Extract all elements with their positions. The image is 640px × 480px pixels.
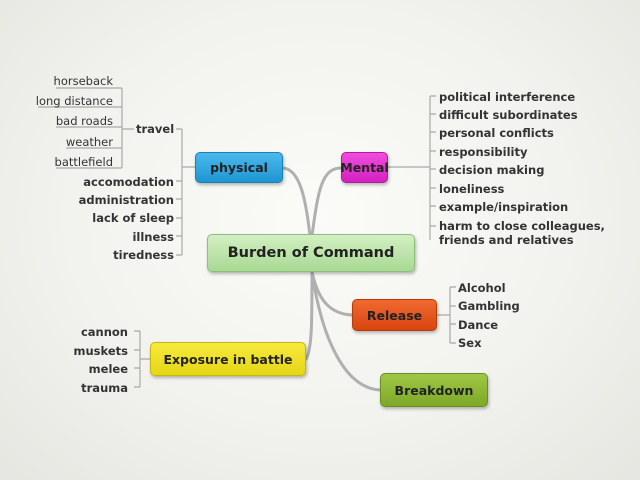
physical-item-lack-of-sleep[interactable]: lack of sleep xyxy=(92,211,174,225)
mental-item-personal-conflicts[interactable]: personal conflicts xyxy=(439,126,554,140)
physical-item-illness[interactable]: illness xyxy=(132,230,174,244)
breakdown-node[interactable]: Breakdown xyxy=(380,373,488,407)
travel-child-weather[interactable]: weather xyxy=(65,135,113,149)
mental-item-harm-to-close[interactable]: harm to close colleagues, friends and re… xyxy=(439,219,605,247)
link-mental-children xyxy=(387,95,436,240)
link-release-children xyxy=(437,286,456,344)
exposure-node[interactable]: Exposure in battle xyxy=(150,342,306,376)
central-node[interactable]: Burden of Command xyxy=(207,234,415,272)
mental-item-loneliness[interactable]: loneliness xyxy=(439,182,505,196)
link-physical-children xyxy=(176,128,196,256)
mental-node-label: Mental xyxy=(340,160,389,175)
release-node[interactable]: Release xyxy=(352,299,437,331)
exposure-item-trauma[interactable]: trauma xyxy=(81,381,128,395)
link-travel-children xyxy=(116,87,134,169)
travel-child-bad-roads[interactable]: bad roads xyxy=(55,114,113,128)
travel-label[interactable]: travel xyxy=(136,122,175,136)
link-central-physical xyxy=(280,166,312,238)
exposure-item-melee[interactable]: melee xyxy=(88,362,128,376)
mental-item-responsibility[interactable]: responsibility xyxy=(439,145,528,159)
physical-item-accomodation[interactable]: accomodation xyxy=(83,175,174,189)
release-item-sex[interactable]: Sex xyxy=(458,336,482,350)
travel-child-battlefield[interactable]: battlefield xyxy=(54,155,113,169)
exposure-item-muskets[interactable]: muskets xyxy=(73,344,129,358)
physical-node-label: physical xyxy=(210,160,268,175)
link-central-mental xyxy=(310,166,343,238)
travel-child-horseback[interactable]: horseback xyxy=(53,74,113,88)
travel-child-long-distance[interactable]: long distance xyxy=(35,94,113,108)
mental-node[interactable]: Mental xyxy=(340,152,389,183)
release-item-dance[interactable]: Dance xyxy=(458,318,499,332)
link-central-exposure xyxy=(304,270,314,361)
release-item-alcohol[interactable]: Alcohol xyxy=(458,281,506,295)
physical-item-administration[interactable]: administration xyxy=(78,193,174,207)
link-exposure-children xyxy=(134,330,150,388)
underline-travel-children xyxy=(38,87,116,169)
exposure-item-cannon[interactable]: cannon xyxy=(80,325,128,339)
exposure-node-label: Exposure in battle xyxy=(163,351,293,367)
mental-item-political-interference[interactable]: political interference xyxy=(439,90,576,104)
central-node-label: Burden of Command xyxy=(227,245,395,261)
physical-item-tiredness[interactable]: tiredness xyxy=(113,248,174,262)
physical-node[interactable]: physical xyxy=(195,152,283,183)
release-node-label: Release xyxy=(366,307,423,323)
mental-item-decision-making[interactable]: decision making xyxy=(439,163,545,177)
breakdown-node-label: Breakdown xyxy=(394,382,474,398)
mental-item-difficult-subordinates[interactable]: difficult subordinates xyxy=(439,108,578,122)
link-central-breakdown xyxy=(310,270,382,392)
release-item-gambling[interactable]: Gambling xyxy=(458,299,520,313)
mental-item-example-inspiration[interactable]: example/inspiration xyxy=(439,200,569,214)
